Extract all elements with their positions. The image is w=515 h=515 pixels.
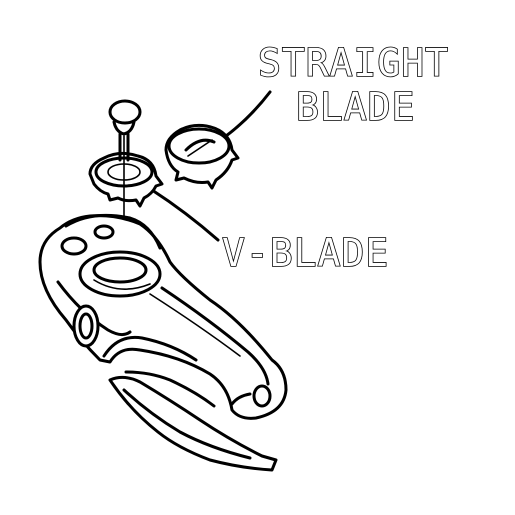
cutter-handle-body	[38, 213, 288, 420]
straight-blade-leader-line	[224, 90, 272, 138]
screw-pin	[108, 99, 142, 281]
v-blade-ring	[88, 151, 164, 208]
straight-blade-label-line1: STRAIGHT	[258, 41, 449, 85]
v-blade-leader-line	[150, 188, 220, 242]
blade-guard-plate	[108, 370, 278, 472]
straight-blade-cap	[164, 123, 240, 190]
straight-blade-label-line2: BLADE	[296, 85, 415, 129]
v-blade-label: V-BLADE	[222, 231, 389, 275]
